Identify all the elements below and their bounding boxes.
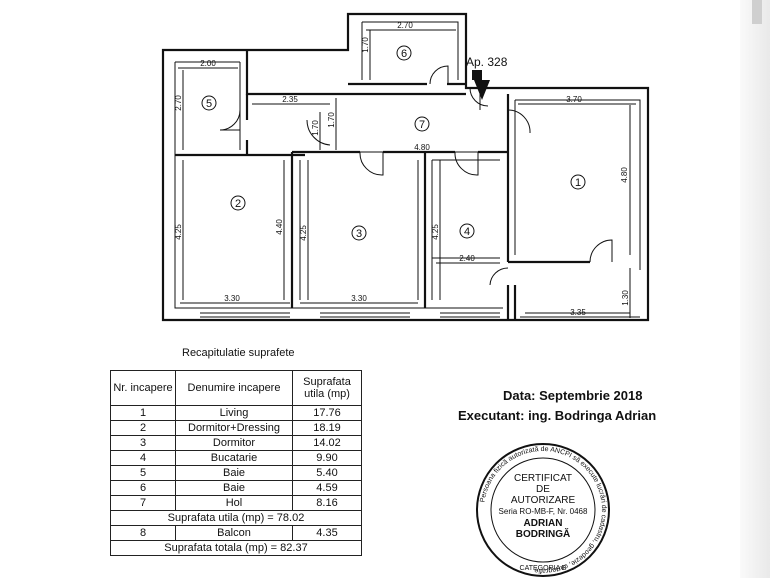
table-cell: Suprafata totala (mp) = 82.37	[110, 540, 362, 556]
dimension-label: 2.40	[459, 254, 475, 263]
table-cell: 8	[110, 525, 176, 541]
header-name: Denumire incapere	[175, 370, 293, 406]
table-cell: 17.76	[292, 405, 362, 421]
dimension-label: 1.70	[361, 37, 370, 53]
dimension-label: 3.35	[570, 308, 586, 317]
room-2-marker	[230, 195, 246, 211]
dimension-label: 1.70	[327, 112, 336, 128]
header-area: Suprafata utila (mp)	[292, 370, 362, 406]
stamp-line: DE	[536, 484, 550, 495]
usable-total-row: Suprafata utila (mp) = 78.02	[110, 510, 362, 526]
table-cell: Baie	[175, 480, 293, 496]
table-cell: 9.90	[292, 450, 362, 466]
room-4-marker	[459, 223, 475, 239]
room-number: 7	[419, 119, 425, 131]
table-cell: Dormitor	[175, 435, 293, 451]
dimension-label: 4.25	[431, 224, 440, 240]
table-cell: Living	[175, 405, 293, 421]
outer-walls	[161, 12, 650, 322]
dimension-label: 4.25	[174, 224, 183, 240]
stamp-name: ADRIAN	[523, 518, 563, 529]
dimension-label: 4.80	[620, 167, 629, 183]
room-7-marker	[414, 116, 430, 132]
recap-title: Recapitulatie suprafete	[182, 347, 295, 359]
entry-arrow-icon	[472, 70, 490, 100]
room-number: 4	[464, 226, 470, 238]
table-cell: Suprafata utila (mp) = 78.02	[110, 510, 362, 526]
stamp-ring-icon: Persoana fizică autorizată de ANCPI să e…	[476, 443, 610, 577]
apartment-label: Ap. 328	[466, 55, 508, 69]
room-number: 5	[206, 98, 212, 110]
dimension-label: 4.25	[299, 225, 308, 241]
document-date: Data: Septembrie 2018	[503, 388, 643, 403]
table-cell: 2	[110, 420, 176, 436]
grand-total-row: Suprafata totala (mp) = 82.37	[110, 540, 362, 556]
room-number: 6	[401, 48, 407, 60]
room-1-marker	[570, 174, 586, 190]
table-cell: Baie	[175, 465, 293, 481]
room-5-marker	[201, 95, 217, 111]
dimension-label: 2.70	[397, 21, 413, 30]
dimension-label: 2.35	[282, 95, 298, 104]
table-cell: 5.40	[292, 465, 362, 481]
table-cell: 14.02	[292, 435, 362, 451]
dimension-label: 4.80	[414, 143, 430, 152]
table-cell: Bucatarie	[175, 450, 293, 466]
room-6-marker	[396, 45, 412, 61]
dimension-label: 3.70	[566, 95, 582, 104]
stamp-series: Seria RO-MB-F, Nr. 0468	[498, 507, 588, 516]
table-cell: 5	[110, 465, 176, 481]
table-cell: 1	[110, 405, 176, 421]
dimension-label: 1.30	[621, 290, 630, 306]
stamp-line: CERTIFICAT	[514, 473, 572, 484]
authorization-stamp: Persoana fizică autorizată de ANCPI să e…	[470, 437, 616, 578]
dimension-label: 4.40	[275, 219, 284, 235]
table-cell: 7	[110, 495, 176, 511]
area-summary-table: Nr. incapere Denumire incapere Suprafata…	[110, 370, 362, 556]
stamp-category: CATEGORIA B	[519, 565, 567, 572]
dimension-label: 3.30	[224, 294, 240, 303]
table-cell: 4	[110, 450, 176, 466]
table-cell: 3	[110, 435, 176, 451]
table-cell: 4.59	[292, 480, 362, 496]
room-number: 3	[356, 228, 362, 240]
table-cell: Dormitor+Dressing	[175, 420, 293, 436]
dimension-label: 3.30	[351, 294, 367, 303]
table-cell: 18.19	[292, 420, 362, 436]
room-3-marker	[351, 225, 367, 241]
stamp-name: BODRINGĂ	[515, 529, 571, 540]
floor-plan: 6 5 7 1 2 3 4 2.70 1.70 2.00 2.70 2.35 1…	[161, 12, 650, 322]
dimension-label: 2.70	[174, 95, 183, 111]
dimension-label: 1.70	[311, 120, 320, 136]
table-cell: Hol	[175, 495, 293, 511]
table-header-row: Nr. incapere Denumire incapere Suprafata…	[110, 370, 362, 406]
header-nr: Nr. incapere	[110, 370, 176, 406]
dimension-label: 2.00	[200, 59, 216, 68]
table-cell: 6	[110, 480, 176, 496]
room-number: 1	[575, 177, 581, 189]
room-number: 2	[235, 198, 241, 210]
table-cell: 8.16	[292, 495, 362, 511]
executant: Executant: ing. Bodringa Adrian	[458, 408, 657, 423]
table-cell: Balcon	[175, 525, 293, 541]
table-cell: 4.35	[292, 525, 362, 541]
stamp-line: AUTORIZARE	[510, 495, 576, 506]
scan-edge	[740, 0, 770, 578]
